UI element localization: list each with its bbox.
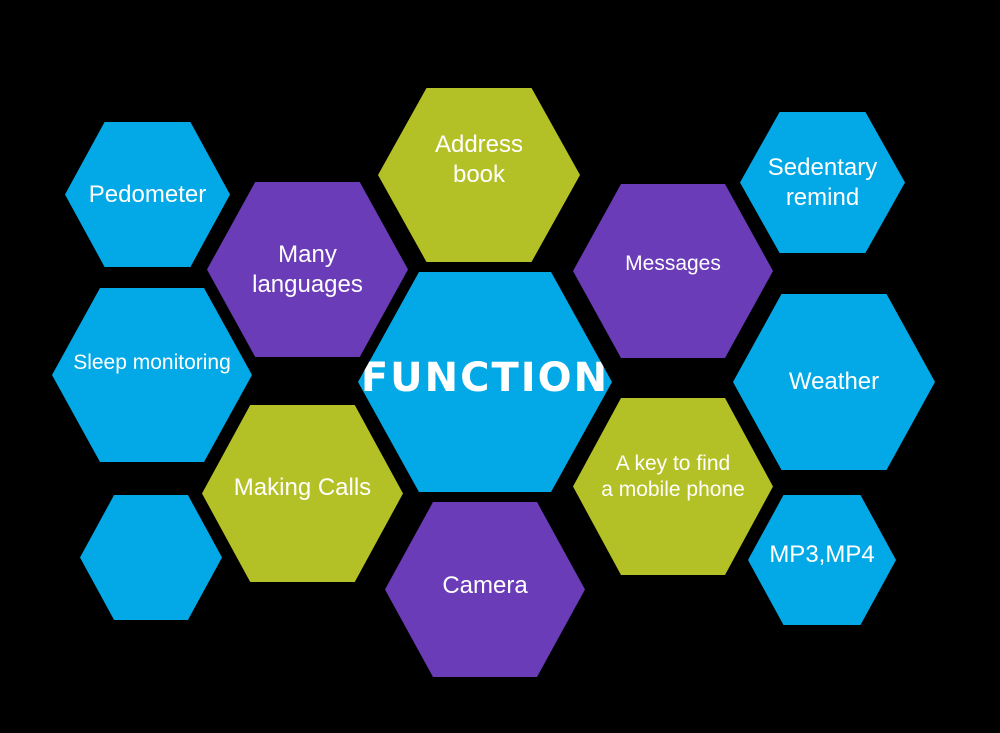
feature-label: languages (252, 270, 363, 298)
feature-label: MP3,MP4 (769, 541, 875, 568)
hex-camera: Camera (385, 502, 585, 677)
hex-sleep-monitoring: Sleep monitoring (52, 288, 252, 462)
hex-messages: Messages (573, 184, 773, 358)
hex-mp3-mp4: MP3,MP4 (748, 495, 896, 625)
hex-blank (80, 495, 222, 620)
feature-label: Making Calls (233, 473, 372, 501)
hex-function-center: FUNCTION (358, 272, 612, 492)
feature-label: a mobile phone (601, 477, 745, 501)
hex-weather: Weather (733, 294, 935, 470)
feature-label: Weather (788, 368, 880, 395)
feature-label: book (452, 161, 506, 188)
feature-label: Messages (625, 252, 721, 275)
hex-making-calls: Making Calls (202, 405, 403, 582)
feature-label: Many (278, 240, 337, 268)
hex-address-book: Address book (378, 88, 580, 262)
feature-label: Camera (442, 571, 528, 599)
feature-label: Sedentary (767, 153, 878, 181)
feature-label: remind (785, 183, 860, 211)
feature-label: Address (434, 131, 524, 158)
feature-label: Pedometer (88, 180, 207, 208)
function-title: FUNCTION (360, 355, 610, 401)
hex-pedometer: Pedometer (65, 122, 230, 267)
feature-label: Sleep monitoring (73, 351, 231, 374)
feature-label: A key to find (615, 451, 731, 475)
